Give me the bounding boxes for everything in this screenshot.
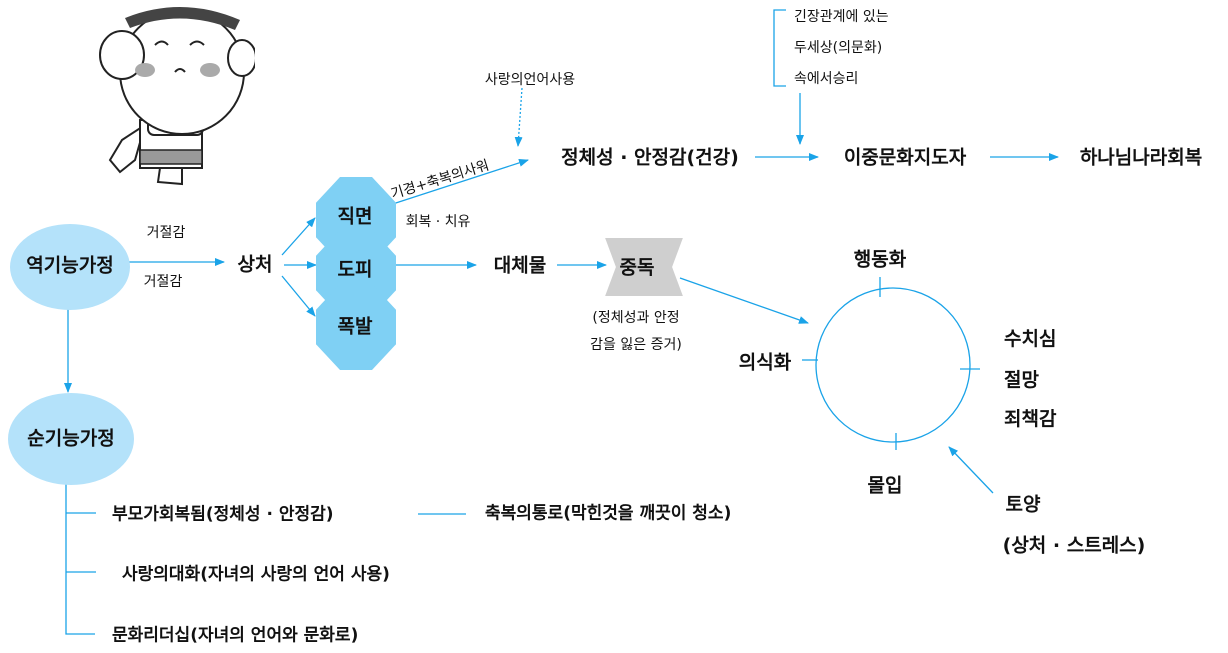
wound-label: 상처 [237,253,273,276]
functional-item-3: 문화리더십(자녀의 언어와 문화로) [112,625,359,646]
addiction-node [605,238,683,296]
tension-bracket [773,9,786,87]
identity-label: 정체성 · 안정감(건강) [561,146,739,169]
love-language-label: 사랑의언어사용 [484,72,576,88]
healing-label: 회복 · 치유 [405,214,471,230]
arrow-wound-to-explode [281,275,316,317]
explode-node [316,284,396,370]
addiction-note-2: 감을 잃은 증거) [590,337,682,353]
explode-label: 폭발 [337,315,373,338]
functional-item-2: 사랑의대화(자녀의 사랑의 언어 사용) [122,564,390,585]
dysfunctional-family-label: 역기능가정 [26,254,114,277]
despair-label: 절망 [1004,369,1039,391]
immersion-label: 몰입 [867,474,903,497]
bicultural-leader-label: 이중문화지도자 [843,146,967,169]
functional-family-label: 순기능가정 [27,427,115,450]
functional-family-node [8,393,134,485]
tension-note-3: 속에서승리 [794,71,859,87]
arrow-soil-to-circle [948,446,994,494]
functional-tree [65,483,95,635]
arrow-wound-to-confront [281,217,316,256]
blessing-channel-label: 축복의통로(막힌것을 깨끗이 청소) [485,503,732,524]
arrow-addiction-to-circle [679,277,809,324]
addiction-label: 중독 [619,256,655,279]
confront-label: 직면 [337,205,373,228]
soil-label: 토양 [1005,493,1041,516]
functional-item-1: 부모가회복됨(정체성 · 안정감) [112,504,334,525]
rejection-label-top: 거절감 [146,225,186,241]
substitute-label: 대체물 [493,254,547,277]
rejection-label-bottom: 거절감 [143,274,183,290]
shame-label: 수치심 [1004,328,1057,350]
tension-note-2: 두세상(의문화) [794,40,883,56]
guilt-label: 죄책감 [1004,408,1057,430]
addiction-cycle-circle [815,287,971,443]
consciousness-label: 의식화 [738,351,792,374]
behavior-label: 행동화 [853,248,907,271]
tension-note-1: 긴장관계에 있는 [794,9,889,25]
kingdom-restoration-label: 하나님나라회복 [1079,146,1203,169]
avoid-label: 도피 [337,258,373,281]
addiction-note-1: (정체성과 안정 [592,310,680,326]
soil-note-label: (상처 · 스트레스) [1002,534,1146,557]
arrow-love-language [514,87,523,147]
cartoon-character-illustration [99,6,255,186]
dysfunctional-family-node [10,224,130,310]
